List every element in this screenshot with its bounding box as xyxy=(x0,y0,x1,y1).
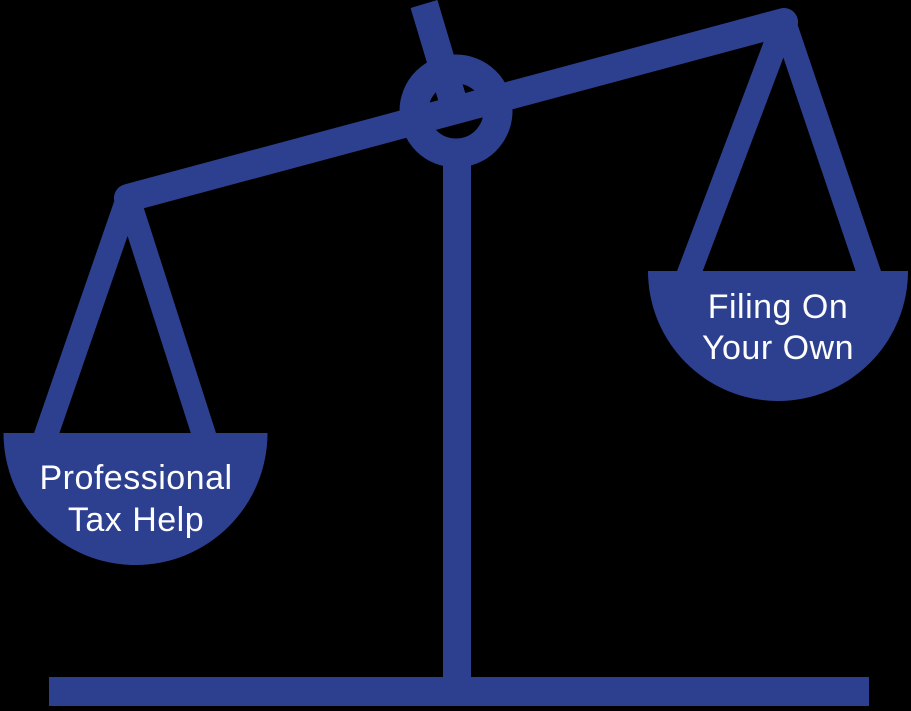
left-pan-label-line2: Tax Help xyxy=(68,501,204,539)
base-bar xyxy=(49,677,869,706)
beam xyxy=(114,8,798,212)
left-pan xyxy=(3,433,268,565)
left-hanger-left-leg xyxy=(33,194,140,442)
right-pan-label-line1: Filing On xyxy=(708,288,849,326)
left-hanger-right-leg xyxy=(116,194,217,442)
right-pan xyxy=(648,271,908,401)
right-hanger-right-leg xyxy=(772,18,882,280)
left-pan-label-line1: Professional xyxy=(39,459,232,497)
right-hanger-left-leg xyxy=(676,17,796,281)
center-post xyxy=(443,150,471,680)
right-pan-label-line2: Your Own xyxy=(702,329,854,367)
